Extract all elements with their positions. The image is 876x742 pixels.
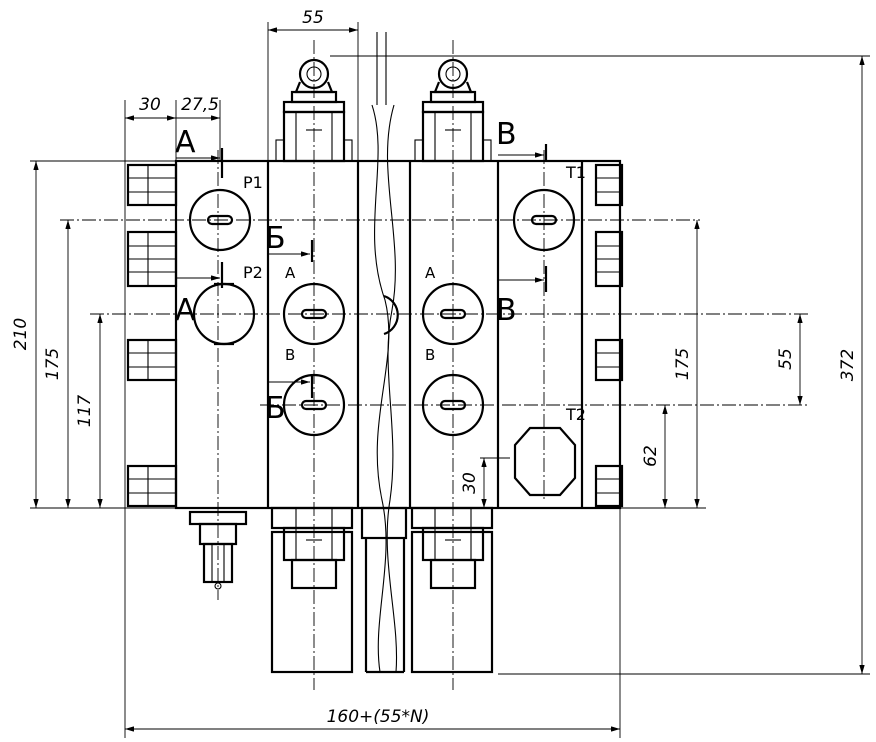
dim-55-right: 55 (776, 348, 796, 370)
section-v-top: В (496, 117, 517, 152)
section-letters: A A Б Б В В (175, 117, 517, 426)
dim-30-left: 30 (139, 95, 161, 115)
dim-175-left: 175 (43, 348, 63, 380)
label-p1: P1 (243, 173, 263, 192)
section-a-bottom: A (175, 293, 196, 328)
extension-lines (30, 22, 870, 738)
label-port-a-1: A (285, 264, 296, 282)
port-t2-plug (513, 426, 577, 497)
dim-117: 117 (75, 395, 95, 428)
section-b-top: Б (265, 221, 286, 256)
label-t1: T1 (565, 163, 586, 182)
valve-body (174, 159, 622, 510)
section-v-bottom: В (496, 293, 517, 328)
label-port-b-1: B (285, 346, 295, 364)
spool-cap-1 (270, 506, 354, 674)
hidden-port-arc (383, 294, 399, 336)
dim-30-bottom: 30 (460, 472, 480, 494)
label-port-b-2: B (425, 346, 435, 364)
spool-cap-2 (410, 506, 494, 674)
tie-rod-nuts-right (594, 163, 624, 508)
dim-overall-length: 160+(55*N) (327, 707, 430, 727)
dimension-labels: 55 30 27,5 210 175 117 175 55 372 62 30 … (11, 8, 858, 727)
tie-rod-nuts-left (126, 163, 178, 508)
section-b-bottom: Б (265, 391, 286, 426)
label-t2: T2 (565, 405, 586, 424)
dim-27-5: 27,5 (181, 95, 219, 115)
center-lines (60, 40, 810, 690)
section-cut-marks (176, 144, 548, 398)
dim-62: 62 (641, 445, 661, 467)
label-port-a-2: A (425, 264, 436, 282)
label-p2: P2 (243, 263, 263, 282)
section-a-top: A (175, 125, 196, 160)
dimension-lines (33, 27, 865, 732)
port-labels: P1 P2 T1 T2 A B A B (243, 163, 586, 424)
break-lines (371, 32, 398, 673)
spool-cap-middle (360, 506, 408, 674)
dim-372: 372 (838, 349, 858, 381)
dim-55-top: 55 (302, 8, 324, 28)
dim-210: 210 (11, 318, 31, 350)
dim-175-right: 175 (673, 348, 693, 380)
